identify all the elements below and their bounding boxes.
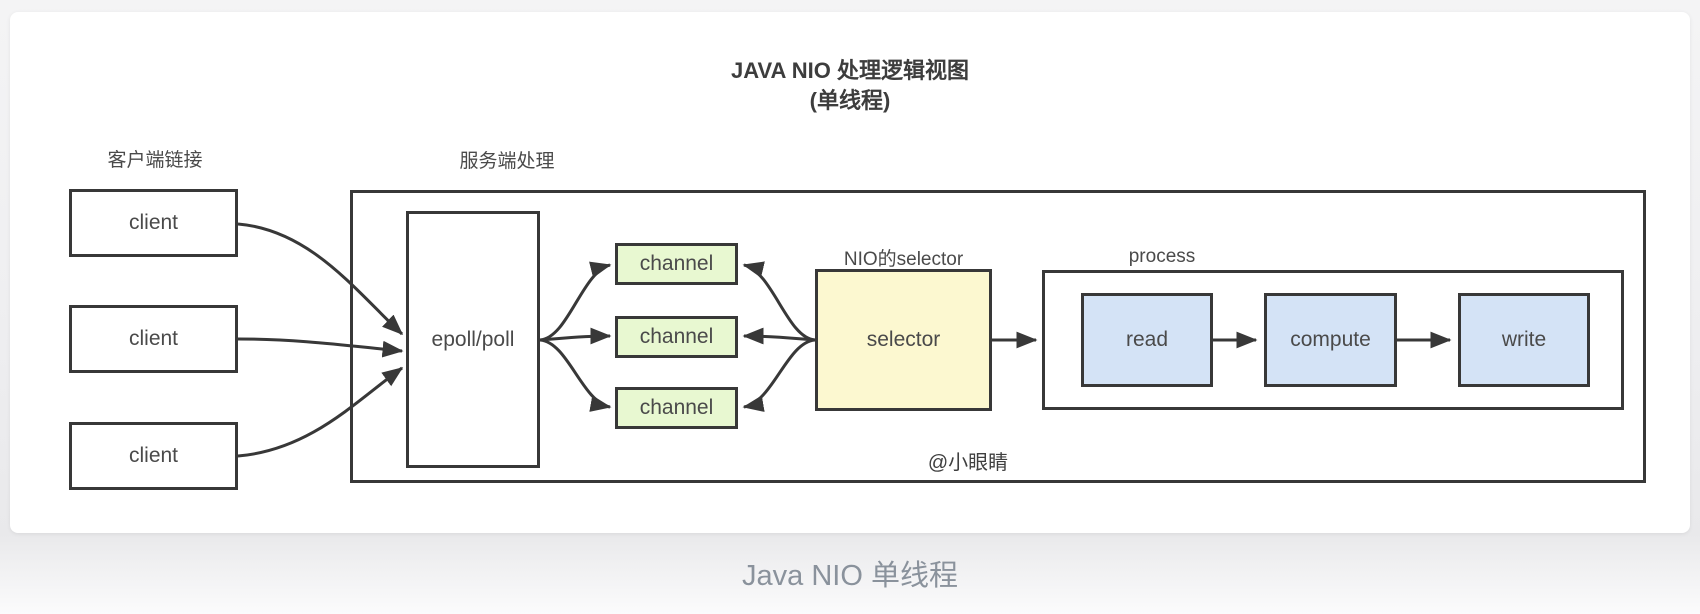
arrow-client2-to-epoll xyxy=(237,337,404,358)
server-section-label: 服务端处理 xyxy=(459,151,555,172)
selector-section-label: NIO的selector xyxy=(843,249,964,270)
diagram-title: JAVA NIO 处理逻辑视图 (单线程) xyxy=(10,56,1690,116)
arrow-epoll-to-channel2 xyxy=(539,327,612,345)
watermark-text: @小眼睛 xyxy=(927,452,1009,474)
write-box: write xyxy=(1458,293,1590,387)
client-box-3: client xyxy=(69,422,238,490)
image-caption: Java NIO 单线程 xyxy=(742,560,958,592)
client-box-2: client xyxy=(69,305,238,373)
epoll-box: epoll/poll xyxy=(406,211,540,468)
diagram-title-line1: JAVA NIO 处理逻辑视图 xyxy=(731,58,969,83)
process-section-label: process xyxy=(1128,246,1196,267)
arrow-epoll-to-channel3 xyxy=(539,338,612,412)
read-box: read xyxy=(1081,293,1213,387)
connector-layer xyxy=(237,222,1452,458)
channel-box-1: channel xyxy=(615,243,738,285)
compute-box: compute xyxy=(1264,293,1397,387)
server-container xyxy=(350,190,1646,483)
arrow-epoll-to-channel1 xyxy=(539,261,612,342)
channel-box-2: channel xyxy=(615,316,738,358)
arrow-client1-to-epoll xyxy=(237,222,404,336)
diagram-card: JAVA NIO 处理逻辑视图 (单线程) 客户端链接 服务端处理 NIO的se… xyxy=(10,12,1690,533)
arrow-client3-to-epoll xyxy=(237,366,404,458)
arrow-selector-to-channel3 xyxy=(742,338,816,412)
arrow-selector-to-channel2 xyxy=(742,327,816,345)
selector-box: selector xyxy=(815,269,992,411)
diagram-title-line2: (单线程) xyxy=(809,88,891,113)
process-container xyxy=(1042,270,1624,410)
channel-box-3: channel xyxy=(615,387,738,429)
arrow-selector-to-channel1 xyxy=(742,261,816,342)
client-section-label: 客户端链接 xyxy=(107,150,203,171)
client-box-1: client xyxy=(69,189,238,257)
